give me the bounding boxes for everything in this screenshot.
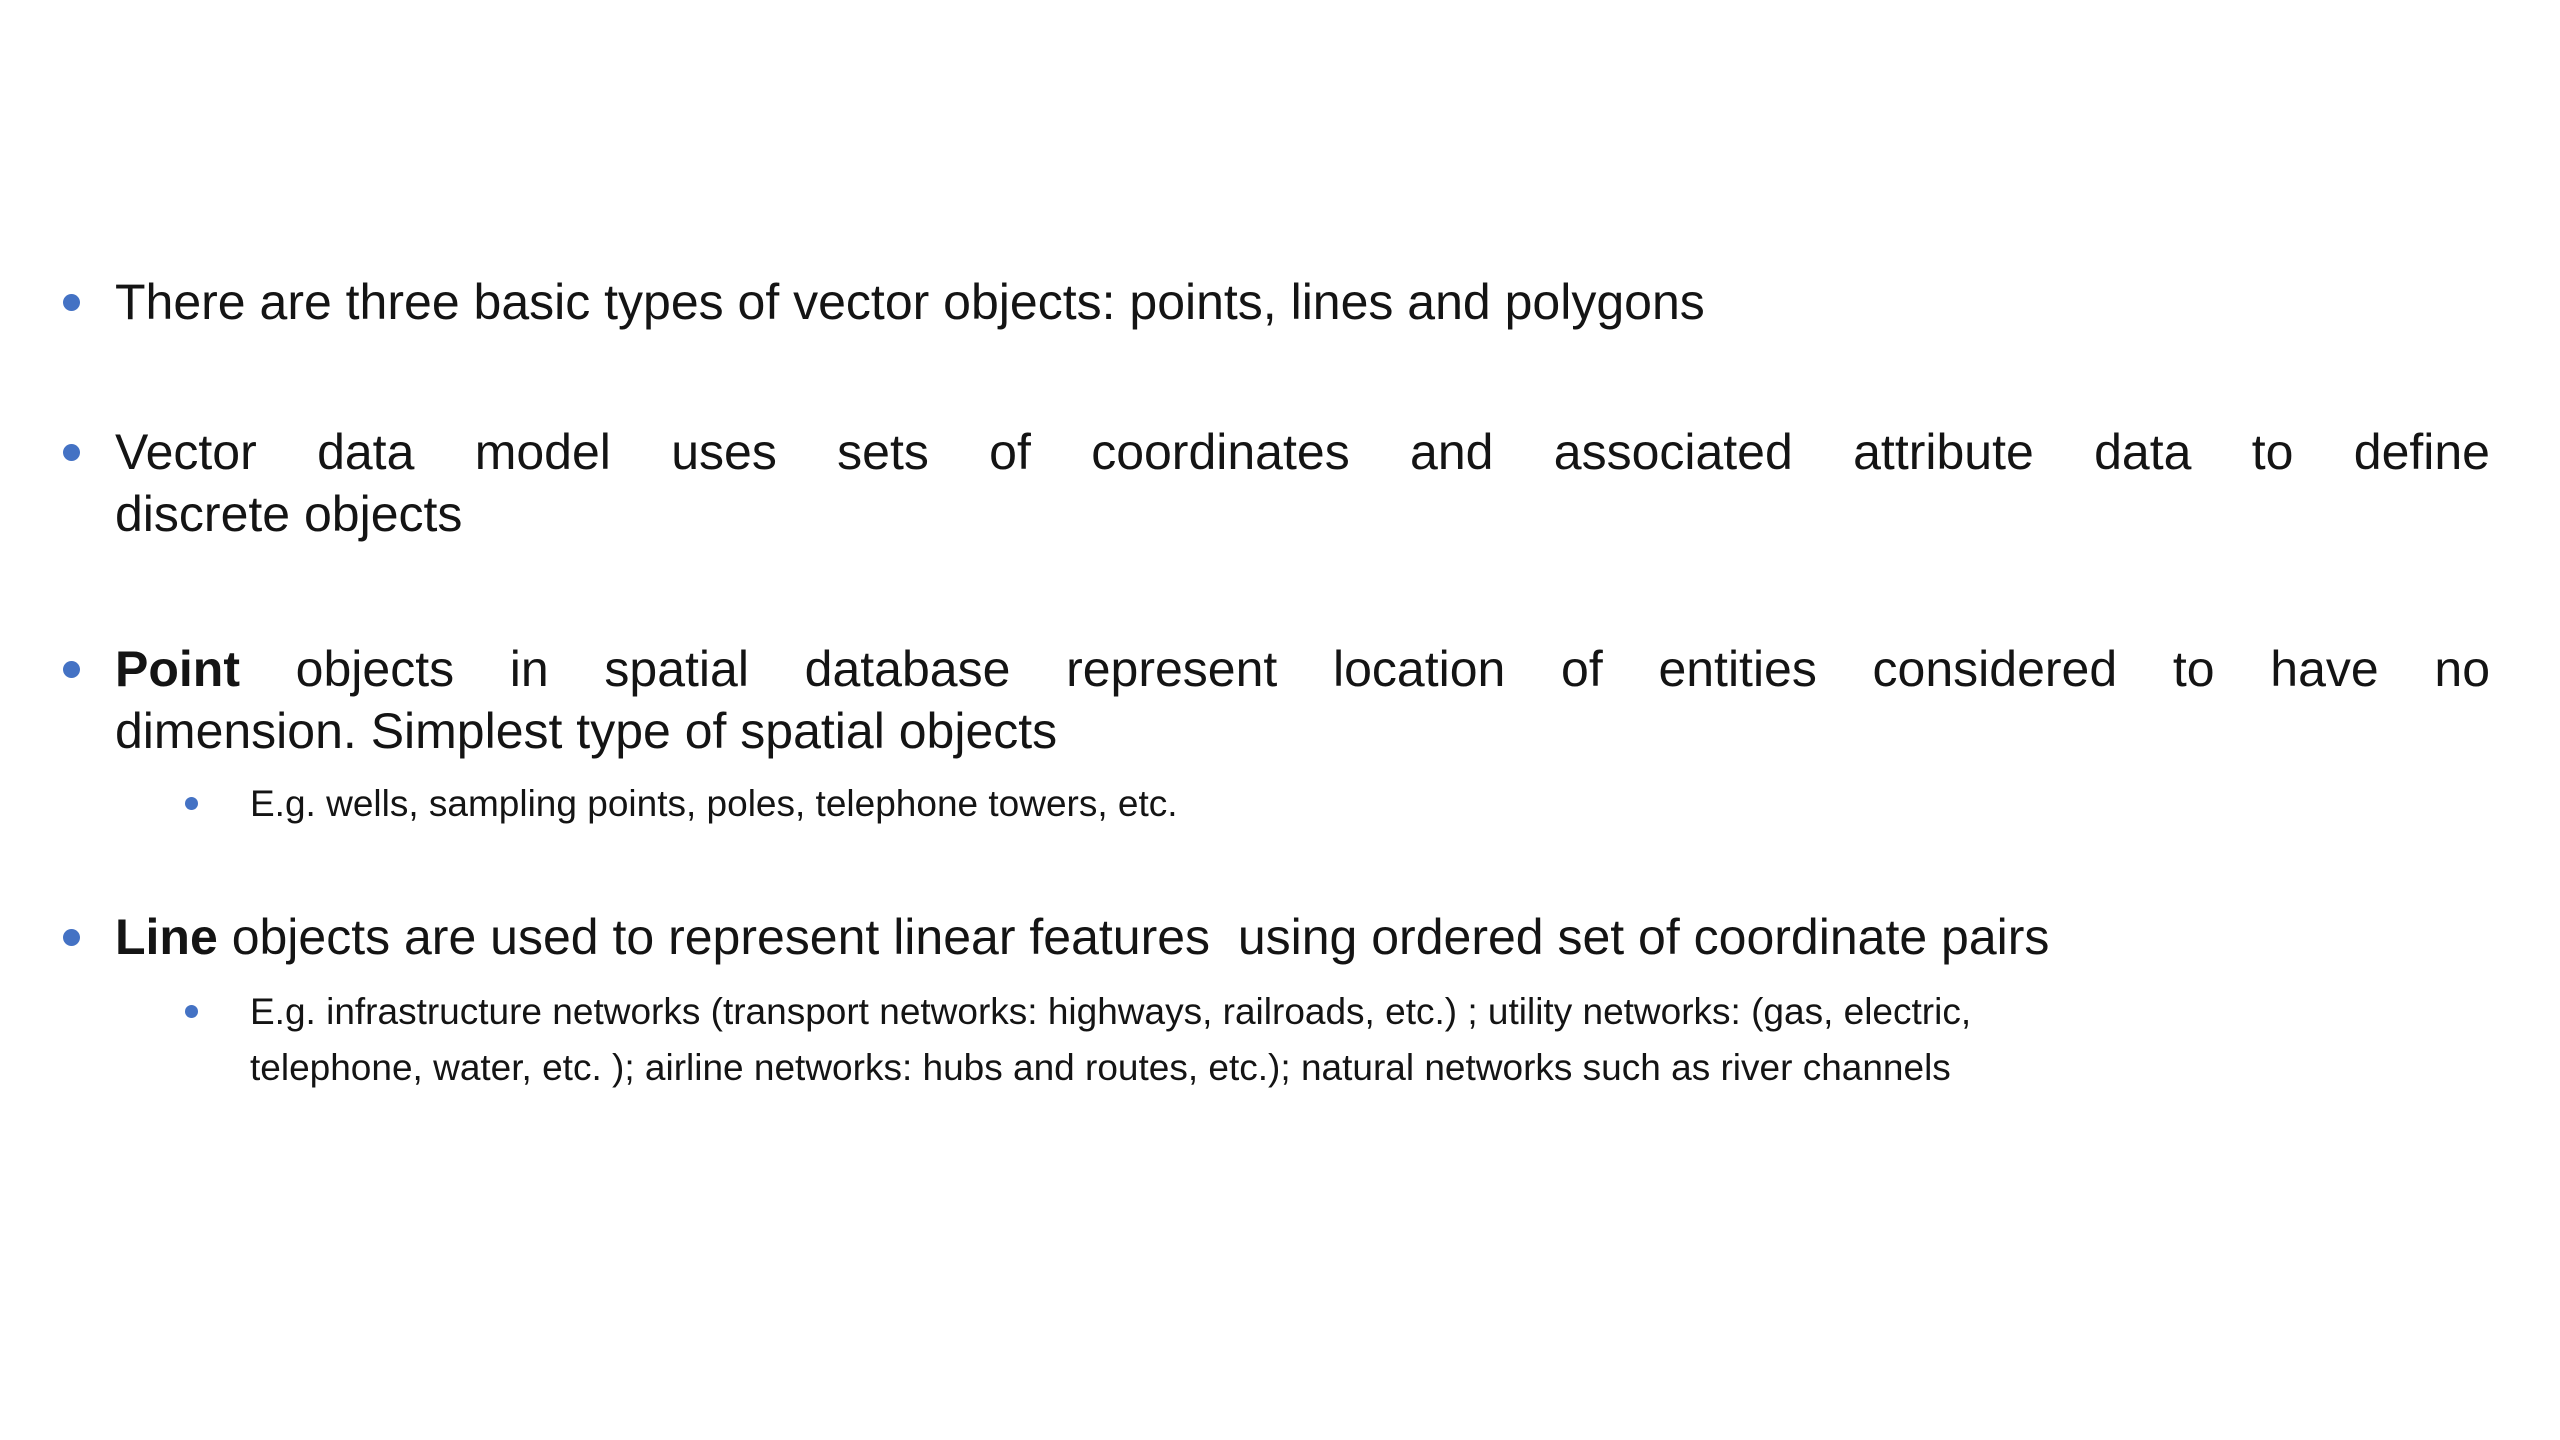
bullet-dot-icon xyxy=(63,444,80,461)
bullet-2-text: Vector data model uses sets of coordinat… xyxy=(115,421,2490,545)
sub-bullet-item-4a: E.g. infrastructure networks (transport … xyxy=(185,984,2510,1096)
bullet-3-line-2: dimension. Simplest type of spatial obje… xyxy=(115,703,1058,759)
bullet-item-4: Line objects are used to represent linea… xyxy=(63,906,2490,968)
bullet-dot-icon xyxy=(63,294,80,311)
bullet-item-1: There are three basic types of vector ob… xyxy=(63,271,2490,333)
sub-bullet-dot-icon xyxy=(185,1005,198,1018)
bullet-4-lead-bold: Line xyxy=(115,909,218,965)
bullet-1-text: There are three basic types of vector ob… xyxy=(115,271,2490,333)
bullet-3-text: Point objects in spatial database repres… xyxy=(115,638,2490,762)
bullet-item-3: Point objects in spatial database repres… xyxy=(63,638,2490,762)
bullet-2-line-1: Vector data model uses sets of coordinat… xyxy=(115,424,2490,480)
sub-bullet-item-3a: E.g. wells, sampling points, poles, tele… xyxy=(185,776,2510,832)
bullet-4-line-1: Line objects are used to represent linea… xyxy=(115,906,2490,968)
bullet-3-lead-bold: Point xyxy=(115,641,240,697)
bullet-3-line-1-rest: objects in spatial database represent lo… xyxy=(239,641,2490,697)
sub-bullet-4a-line-1: E.g. infrastructure networks (transport … xyxy=(250,991,1972,1032)
bullet-dot-icon xyxy=(63,661,80,678)
sub-bullet-3a-line-1: E.g. wells, sampling points, poles, tele… xyxy=(250,783,1178,824)
bullet-dot-icon xyxy=(63,929,80,946)
sub-bullet-4a-line-2: telephone, water, etc. ); airline networ… xyxy=(250,1047,1951,1088)
bullet-3-line-1: Point objects in spatial database repres… xyxy=(115,638,2490,700)
bullet-4-line-1-rest: objects are used to represent linear fea… xyxy=(217,909,2050,965)
bullet-item-2: Vector data model uses sets of coordinat… xyxy=(63,421,2490,545)
bullet-2-line-2: discrete objects xyxy=(115,486,463,542)
bullet-4-text: Line objects are used to represent linea… xyxy=(115,906,2490,968)
sub-bullet-dot-icon xyxy=(185,797,198,810)
sub-bullet-3a-text: E.g. wells, sampling points, poles, tele… xyxy=(250,776,2510,832)
bullet-1-line-1: There are three basic types of vector ob… xyxy=(115,274,1705,330)
sub-bullet-4a-text: E.g. infrastructure networks (transport … xyxy=(250,984,2510,1096)
